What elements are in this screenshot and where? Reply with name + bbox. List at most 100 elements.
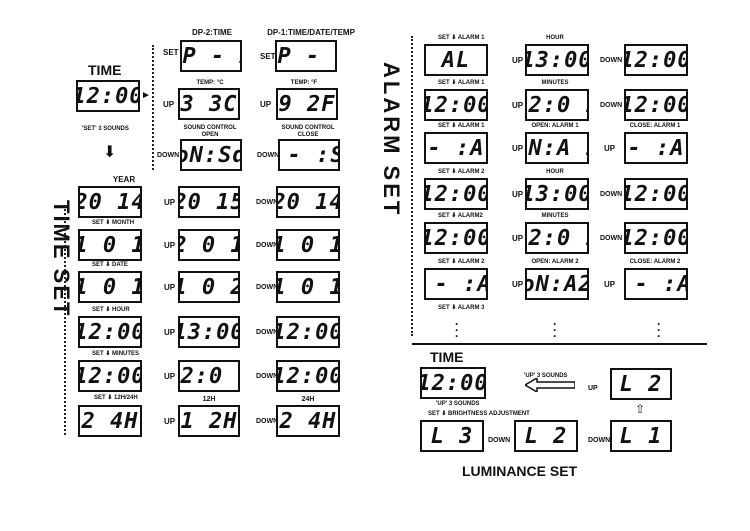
lum-l2-top-display: L 2 [610,368,672,400]
alarm-display-b: oN:A2 [525,268,589,300]
alarm-up-label: UP [512,144,524,153]
hour-label: SET ⬇ HOUR [92,307,130,313]
temp-f-display: 9 2F [276,88,338,120]
alarm-display-b: 12:0 1 [525,89,589,121]
arrow-up-icon: ⇧ [635,402,646,416]
alarm-step-label: OPEN: ALARM 1 [531,123,579,129]
set-label: SET [163,48,179,57]
alarm-step-label: HOUR [546,35,564,41]
date-display: 1 0 1 [78,271,142,303]
lum-up-sounds-label-2: 'UP' 3 SOUNDS [524,373,568,379]
alarm-set-label: SET ⬇ ALARM 2 [438,169,485,175]
down-label-hour: DOWN [256,329,279,336]
alarm-display-c: 12:00 [624,44,688,76]
alarm-up-label: UP [512,280,524,289]
dotted-divider-vertical [64,205,66,435]
continuation-dots: ... [657,314,661,340]
alarm-set-title: ALARM SET [379,62,404,218]
up-label-hourmode: UP [164,417,176,426]
year-up-display: 20 15 [178,186,240,218]
date-up-display: 1 0 2 [178,271,240,303]
alarm-display-a: AL [424,44,488,76]
dp1-display: dP - 1 [275,40,337,72]
continuation-dots: ... [455,314,459,340]
sound-off-display: - - :Sd [278,139,340,171]
alarm-display-b: 12:0 1 [525,222,589,254]
alarm-display-c: - - :A2 [624,268,688,300]
sound-open-label: SOUND CONTROL OPEN [183,125,237,138]
alarm-close-label: CLOSE: ALARM 2 [629,259,681,265]
alarm-display-c: - - :A 1 [624,132,688,164]
arrow-down-icon: ⬇ [103,144,117,161]
lum-down-label: DOWN [488,437,511,444]
alarm-display-a: 12:00 [424,178,488,210]
alarm-display-a: 12:00 [424,89,488,121]
down-label-2: DOWN [257,152,280,159]
alarm-next-label: SET ⬇ ALARM 3 [438,305,485,311]
up-label-hour: UP [164,328,176,337]
alarm-display-c: 12:00 [624,178,688,210]
up-label: UP [163,100,175,109]
alarm-up-label-2: UP [604,144,616,153]
alarm-step-label: MINUTES [541,80,569,86]
lum-l3-display: L 3 [420,420,484,452]
alarm-dotted-divider [411,36,413,336]
dp2-header: DP-2:TIME [192,28,232,37]
month-label: SET ⬇ MONTH [92,220,135,226]
alarm-down-label: DOWN [600,102,623,109]
hourmode-up-display: 1 2H [178,405,240,437]
set-sounds-label: 'SET' 3 SOUNDS [82,126,129,132]
alarm-close-label: CLOSE: ALARM 1 [629,123,681,129]
minutes-display: 12:00 [78,360,142,392]
lum-down-label-2: DOWN [588,437,611,444]
24h-label: 24H [301,396,315,403]
hourmode-label: SET ⬇ 12H/24H [94,395,138,401]
hour-display: 12:00 [78,316,142,348]
alarm-display-b: 13:00 [525,44,589,76]
hourmode-down-display: 2 4H [276,405,340,437]
continuation-dots: ... [553,314,557,340]
alarm-set-label: SET ⬇ ALARM 1 [438,80,485,86]
alarm-display-a: - - :A2 [424,268,488,300]
lum-time-display: 12:00 [420,367,486,399]
alarm-up-label: UP [512,56,524,65]
month-down-display: 1 0 1 [276,229,340,261]
dp2-display: dP - 2 [180,40,242,72]
alarm-down-label: DOWN [600,191,623,198]
lum-up-sounds-label: 'UP' 3 SOUNDS [436,401,480,407]
up-label-month: UP [164,241,176,250]
alarm-step-label: MINUTES [541,213,569,219]
down-label-hourmode: DOWN [256,418,279,425]
hour-up-display: 13:00 [178,316,240,348]
alarm-down-label: DOWN [600,235,623,242]
sound-on-display: oN:Sd [180,139,242,171]
alarm-up-label: UP [512,101,524,110]
up-label-year: UP [164,198,176,207]
up-label-date: UP [164,283,176,292]
12h-label: 12H [202,396,216,403]
arrow-left-icon [523,376,576,394]
year-down-display: 20 14 [276,186,340,218]
hourmode-display: 2 4H [78,405,142,437]
month-up-display: 2 0 1 [178,229,240,261]
sound-close-label: SOUND CONTROL CLOSE [281,125,335,138]
hour-down-display: 12:00 [276,316,340,348]
date-label: SET ⬇ DATE [92,262,128,268]
arrow-right-icon: ► [141,90,151,101]
down-label-year: DOWN [256,199,279,206]
alarm-up-label: UP [512,190,524,199]
dotted-divider [152,45,154,170]
minutes-down-display: 12:00 [276,360,340,392]
alarm-set-label: SET ⬇ ALARM2 [438,213,483,219]
up-label-minutes: UP [164,372,176,381]
time-display: 12:00 [76,80,140,112]
lum-l1-display: L 1 [610,420,672,452]
alarm-display-c: 12:00 [624,89,688,121]
brightness-label: SET ⬇ BRIGHTNESS ADJUSTMENT [428,411,530,417]
time-title: TIME [88,62,122,78]
year-display: 20 14 [78,186,142,218]
alarm-down-label: DOWN [600,57,623,64]
time-set-title: TIME SET [49,200,74,318]
lum-time-title: TIME [430,349,464,365]
alarm-display-a: - - :A 1 [424,132,488,164]
